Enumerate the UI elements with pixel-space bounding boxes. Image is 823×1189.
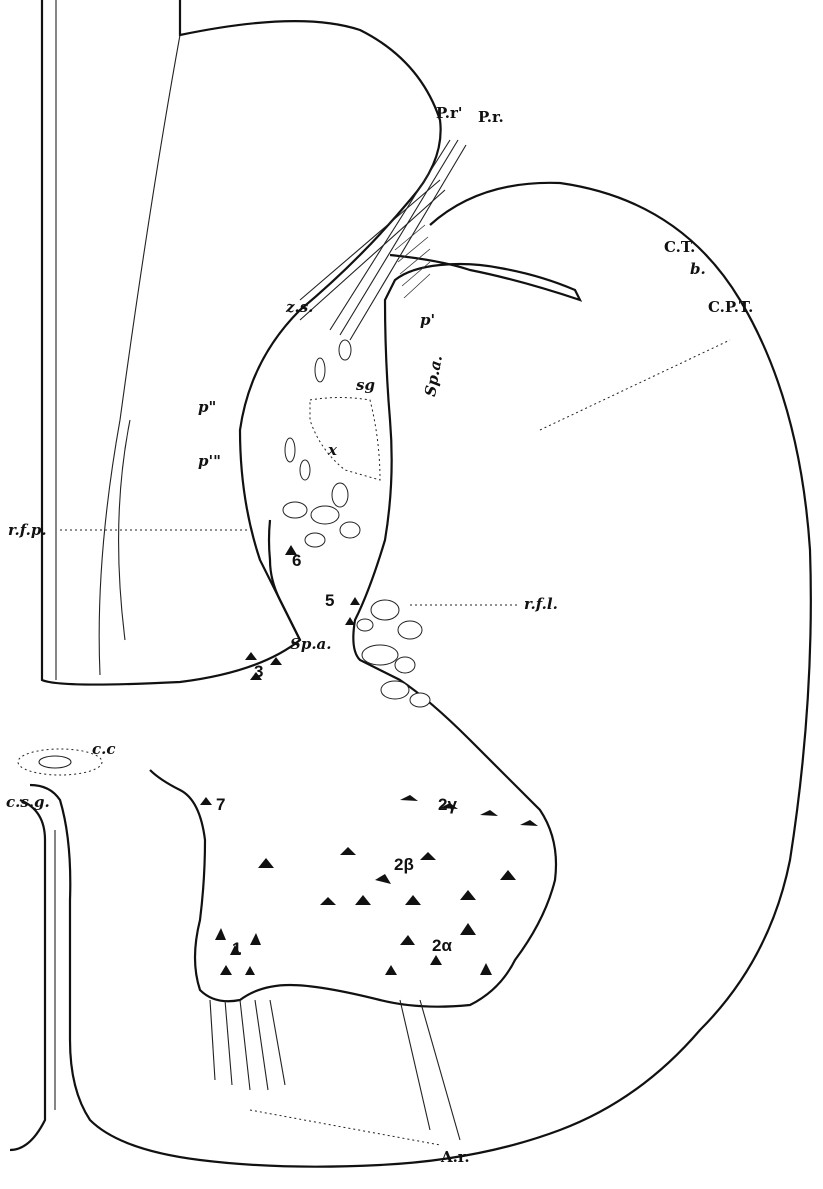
cell-group-7 <box>200 797 274 868</box>
label-zs: z.s. <box>286 300 313 315</box>
reticular-formation-posterior <box>283 340 360 547</box>
anterior-root-fiber-7 <box>420 1000 460 1140</box>
posterior-root-fiber-2 <box>340 140 458 335</box>
anterior-root-fiber-5 <box>270 1000 285 1085</box>
label-cell-group-5: 5 <box>325 592 334 609</box>
central-canal-region <box>18 749 102 775</box>
anterior-root-fiber-3 <box>240 1000 250 1090</box>
label-p-triple: p'" <box>198 454 221 469</box>
label-p-prime: p' <box>420 313 435 328</box>
label-cell-group-6: 6 <box>292 552 301 569</box>
inner-column-line <box>99 35 180 675</box>
label-ct: C.T. <box>664 240 695 255</box>
label-rfl: r.f.l. <box>524 597 558 612</box>
label-sp-a-lower: Sp.a. <box>290 637 331 652</box>
label-cell-group-2-alpha: 2α <box>432 937 452 954</box>
label-rfp: r.f.p. <box>8 523 47 538</box>
cell-group-2-gamma <box>400 795 538 826</box>
central-canal <box>39 756 71 768</box>
label-posterior-root: P.r. <box>478 110 504 125</box>
posterior-root-fiber-1 <box>330 140 450 330</box>
label-cell-group-7: 7 <box>216 796 225 813</box>
label-p-double: p" <box>198 400 216 415</box>
cell-group-2-beta <box>320 847 516 905</box>
label-x: x <box>328 443 337 458</box>
label-anterior-root: A.r. <box>441 1150 470 1165</box>
substantia-gelatinosa-boundary <box>310 398 380 481</box>
reticular-formation-lateralis <box>357 600 430 707</box>
label-b: b. <box>690 262 706 277</box>
label-central-canal: c.c <box>92 742 116 757</box>
leader-cpt <box>540 340 730 430</box>
anterior-root-fiber-1 <box>210 1000 215 1080</box>
label-cell-group-3: 3 <box>254 663 263 680</box>
label-cell-group-2-gamma: 2γ <box>438 796 457 813</box>
anterior-root-fiber-4 <box>255 1000 268 1090</box>
lateral-funiculus-outline <box>30 183 811 1167</box>
posterior-root-fiber-4 <box>300 180 440 300</box>
anterior-median-fissure <box>10 800 45 1150</box>
label-central-gelatinous-substance: c.s.g. <box>6 795 50 810</box>
gray-matter-left-edge <box>269 520 300 640</box>
label-posterior-root-prime: P.r' <box>436 106 463 121</box>
label-cpt: C.P.T. <box>708 300 753 315</box>
label-sg: sg <box>356 378 375 393</box>
label-cell-group-2-beta: 2β <box>394 856 414 873</box>
posterior-funiculus-outline <box>42 0 441 685</box>
leader-ar <box>250 1110 440 1145</box>
label-cell-group-1: 1 <box>232 940 241 957</box>
anterior-root-fiber-2 <box>225 1000 232 1085</box>
